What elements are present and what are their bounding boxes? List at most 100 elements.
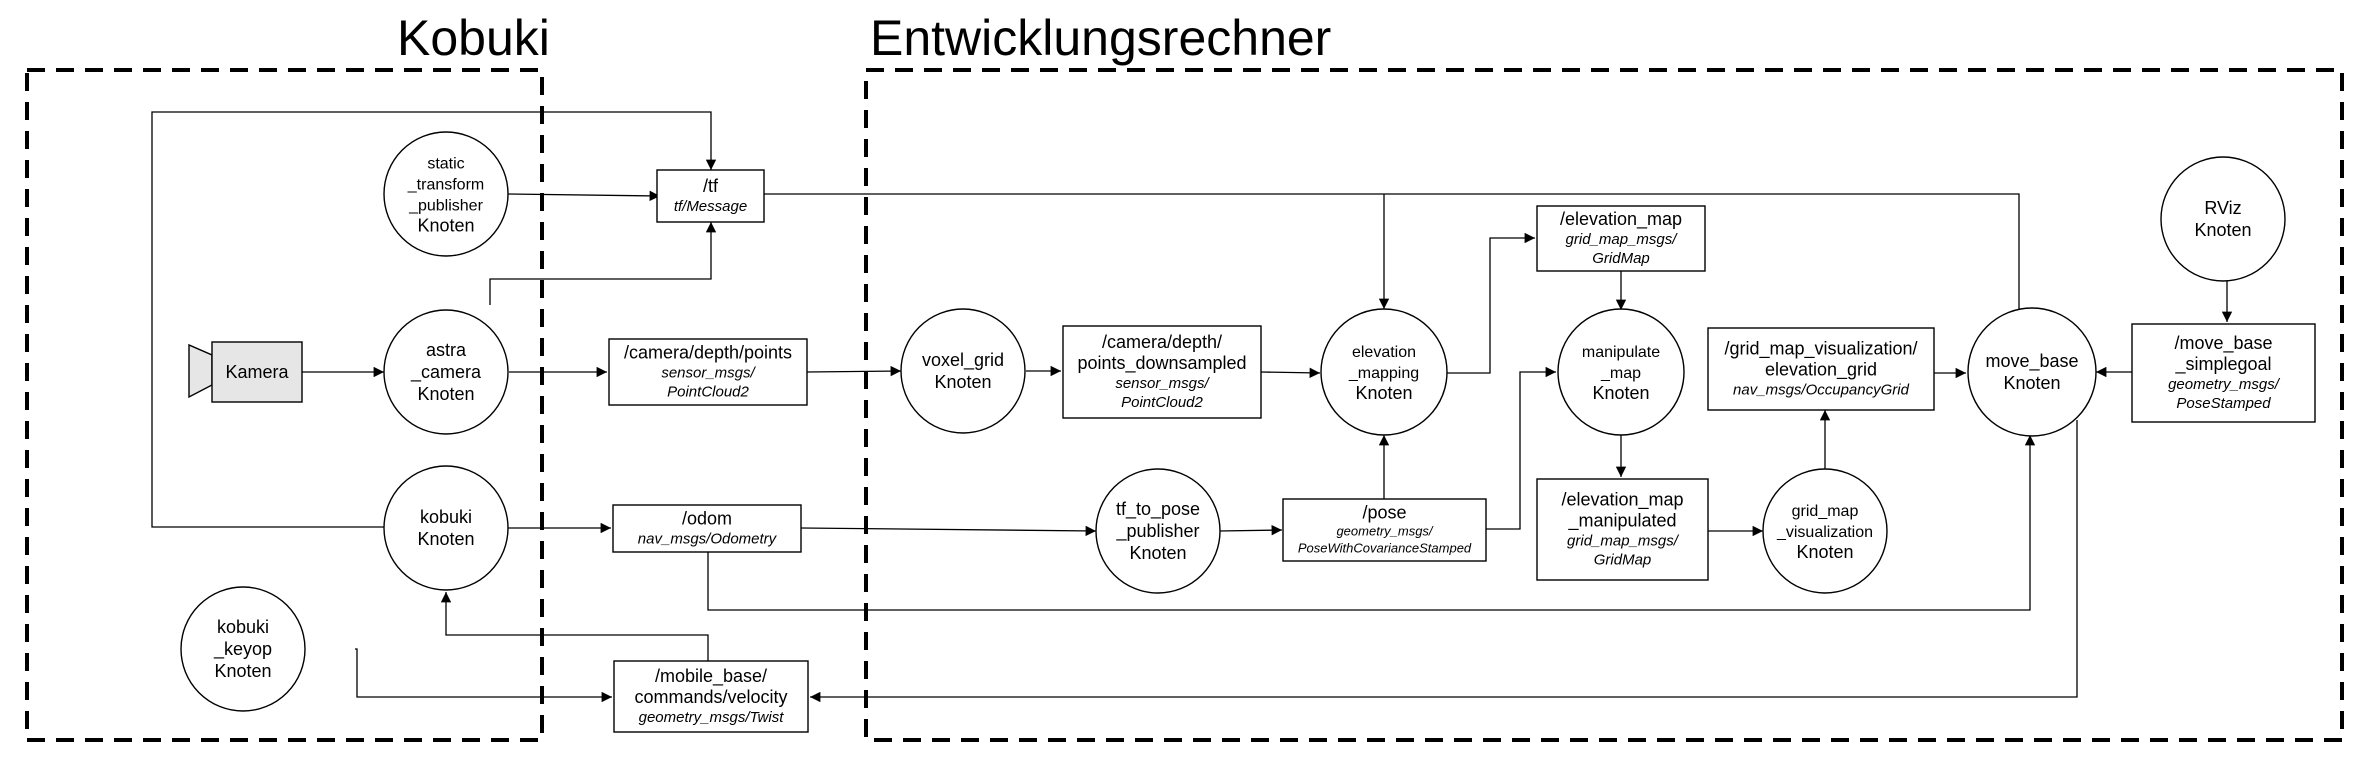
topic-box xyxy=(608,338,808,406)
edge-downsampled-to-elevation xyxy=(1260,367,1321,379)
topic-type: nav_msgs/Odometry xyxy=(638,531,778,548)
edge-static-tf-to-tf xyxy=(507,190,661,202)
region-dev-title: Entwicklungsrechner xyxy=(870,10,1331,66)
edges xyxy=(151,111,2233,703)
topic-name: /mobile_base/ xyxy=(655,666,767,687)
node-label-line: Knoten xyxy=(2194,220,2251,240)
node-label-line: elevation xyxy=(1352,344,1416,361)
node-label-line: _map xyxy=(1600,365,1641,382)
topic-name: /tf xyxy=(703,176,719,196)
edge-pose-to-manipulate xyxy=(1486,366,1556,530)
node-label-line: manipulate xyxy=(1582,344,1660,361)
topic-name: points_downsampled xyxy=(1077,353,1246,374)
topic-box xyxy=(612,504,802,553)
topic-type: sensor_msgs/ xyxy=(1115,375,1210,392)
topic-tf: /tf tf/Message xyxy=(656,169,765,223)
topic-type: PoseStamped xyxy=(2176,395,2271,412)
node-label-line: _visualization xyxy=(1776,524,1873,541)
edge-keyop-to-velocity xyxy=(355,648,612,703)
node-label-line: _publisher xyxy=(1115,521,1199,542)
edge-astra-to-tf xyxy=(489,222,717,305)
topic-type: geometry_msgs/ xyxy=(2168,376,2281,393)
topic-box xyxy=(2131,323,2316,423)
topic-name: /odom xyxy=(682,509,732,529)
topic-manipulated: /elevation_map_manipulatedgrid_map_msgs/… xyxy=(1536,478,1709,581)
node-circle xyxy=(1967,307,2097,437)
topic-type: PoseWithCovarianceStamped xyxy=(1298,541,1472,556)
camera-node: Kamera xyxy=(188,341,303,403)
region-dev: Entwicklungsrechner xyxy=(864,10,2344,742)
camera-label: Kamera xyxy=(225,362,289,382)
edge-odom-to-tfpose xyxy=(800,525,1097,537)
node-circle xyxy=(900,308,1026,434)
node-label-line: kobuki xyxy=(217,617,269,637)
nodes-layer: static_transform_publisherKnotenastra_ca… xyxy=(180,131,2286,712)
topic-name: /move_base xyxy=(2174,333,2272,354)
topic-box xyxy=(1282,498,1487,562)
topic-type: GridMap xyxy=(1594,552,1652,569)
topic-odom: /odom nav_msgs/Odometry xyxy=(612,504,802,553)
node-label-line: _publisher xyxy=(408,198,484,215)
edge-tf-to-move-base xyxy=(764,193,2025,322)
topic-box xyxy=(1062,325,1262,419)
edge-kobuki-to-tf xyxy=(151,111,717,528)
topic-simplegoal: /move_base_simplegoalgeometry_msgs/PoseS… xyxy=(2131,323,2316,423)
edge-move-base-to-velocity xyxy=(810,420,2078,703)
node-label-line: Knoten xyxy=(1796,542,1853,562)
node-label-line: kobuki xyxy=(420,507,472,527)
node-label-line: RViz xyxy=(2204,198,2241,218)
node-label-line: voxel_grid xyxy=(922,350,1004,371)
topic-box xyxy=(656,169,765,223)
camera-lens-icon xyxy=(188,343,213,399)
topic-velocity: /mobile_base/commands/velocitygeometry_m… xyxy=(613,660,809,733)
node-label-line: _keyop xyxy=(213,639,272,660)
node-label-line: astra xyxy=(426,340,467,360)
edge-elevation-to-elevation-map xyxy=(1446,232,1535,374)
topic-viz-grid: /grid_map_visualization/elevation_gridna… xyxy=(1707,327,1935,411)
edge-tfpose-to-pose xyxy=(1218,524,1283,536)
topic-name: /camera/depth/points xyxy=(624,343,792,363)
camera-body xyxy=(211,341,303,403)
node-label-line: move_base xyxy=(1985,351,2078,372)
node-label-line: _transform xyxy=(407,177,484,194)
topic-name: /elevation_map xyxy=(1560,209,1682,230)
topic-box xyxy=(1707,327,1935,411)
node-label-line: Knoten xyxy=(1129,543,1186,563)
topic-type: geometry_msgs/Twist xyxy=(639,709,785,726)
topic-box xyxy=(1536,478,1709,581)
edge-velocity-to-kobuki xyxy=(440,592,709,661)
topics-layer: /tf tf/Message/camera/depth/points sensor_… xyxy=(608,169,2316,733)
edge-points-to-voxel xyxy=(806,365,902,377)
region-kobuki: Kobuki xyxy=(25,10,550,742)
topic-name: /camera/depth/ xyxy=(1102,332,1222,352)
node-circle xyxy=(1320,308,1448,436)
topic-box xyxy=(1536,205,1706,272)
topic-type: grid_map_msgs/ xyxy=(1567,533,1680,550)
node-circle xyxy=(1095,468,1221,594)
topic-type: GridMap xyxy=(1592,250,1650,267)
topic-name: /grid_map_visualization/ xyxy=(1724,339,1917,360)
topic-box xyxy=(613,660,809,733)
node-label-line: Knoten xyxy=(934,372,991,392)
node-label-line: static xyxy=(427,156,464,173)
region-dev-border xyxy=(864,68,2344,742)
node-label-line: _mapping xyxy=(1348,365,1419,382)
node-circle xyxy=(1557,308,1685,436)
topic-type: tf/Message xyxy=(674,198,747,215)
node-label-line: _camera xyxy=(410,362,482,383)
node-circle xyxy=(180,586,306,712)
topic-downsampled: /camera/depth/points_downsampledsensor_m… xyxy=(1062,325,1262,419)
node-label-line: Knoten xyxy=(2003,373,2060,393)
node-circle xyxy=(2160,156,2286,282)
topic-type: PointCloud2 xyxy=(1121,394,1203,411)
region-kobuki-border xyxy=(25,68,544,742)
node-label-line: Knoten xyxy=(417,529,474,549)
